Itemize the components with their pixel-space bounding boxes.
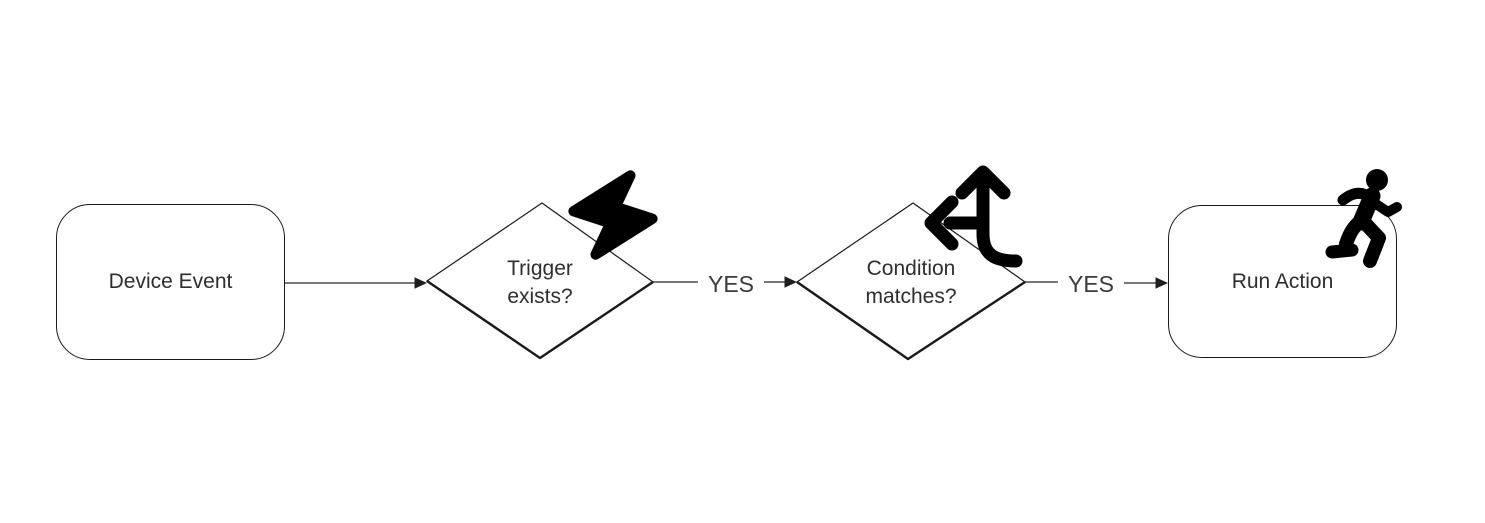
diamond-shadow-edge (796, 280, 1026, 361)
connector-trigger-to-condition (653, 276, 797, 288)
connector-device-to-trigger (285, 277, 427, 289)
branch-arrows-icon (924, 165, 1023, 268)
node-trigger-exists (425, 202, 655, 360)
connector-condition-to-run (1025, 277, 1168, 289)
edge-label-yes-2: YES (1058, 270, 1124, 298)
node-trigger-exists-label: Trigger exists? (507, 257, 573, 308)
lightning-bolt-icon (568, 170, 658, 260)
node-condition-matches-label: Condition matches? (865, 257, 957, 308)
node-run-action-label: Run Action (1231, 269, 1334, 293)
running-person-icon (1325, 169, 1402, 268)
node-device-event: Device Event (56, 204, 285, 360)
arrowhead-icon (414, 277, 427, 289)
diamond-shadow-edge (426, 280, 654, 360)
edge-label-yes-1: YES (698, 270, 764, 298)
arrowhead-icon (1155, 277, 1168, 289)
arrowhead-icon (784, 276, 797, 288)
node-device-event-label: Device Event (108, 270, 233, 293)
